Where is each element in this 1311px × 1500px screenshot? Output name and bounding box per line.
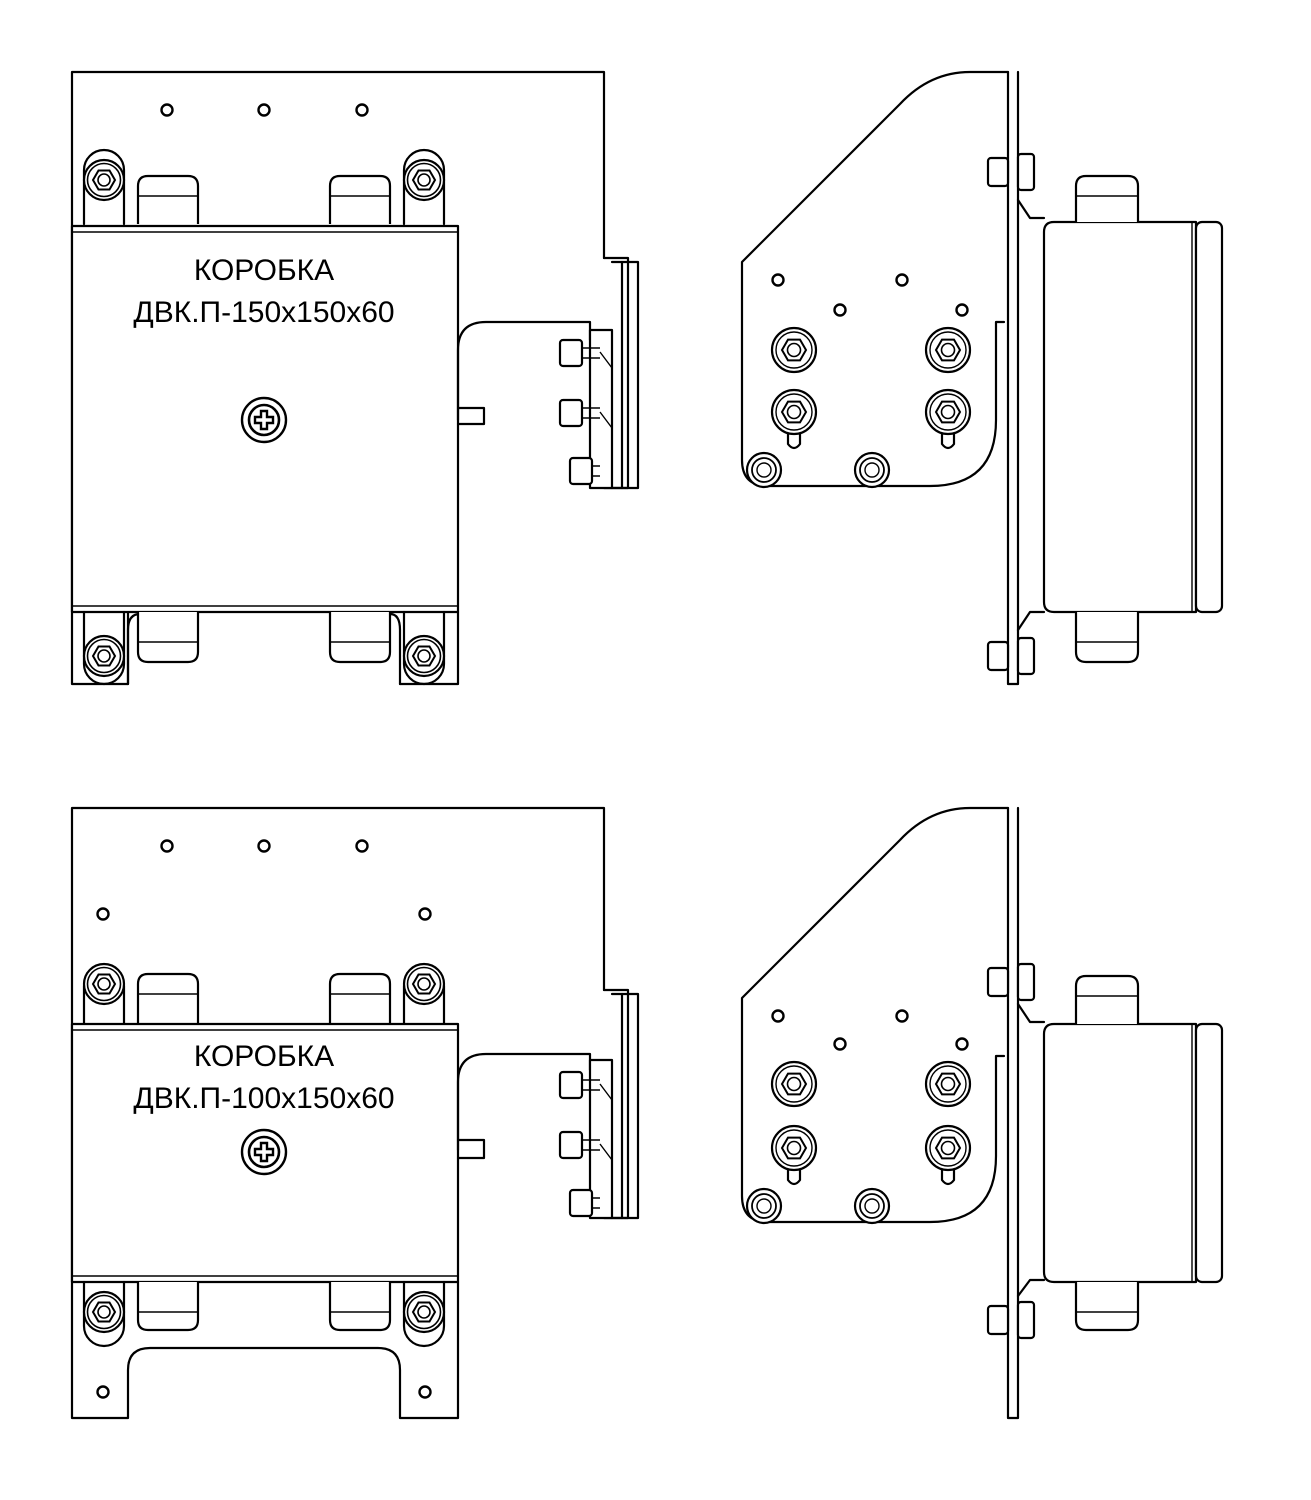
front-view-top: КОРОБКА ДВК.П-150х150х60 — [70, 70, 640, 686]
box-label-line2: ДВК.П-150х150х60 — [133, 296, 394, 329]
box-label-line1: КОРОБКА — [194, 254, 334, 287]
mounting-plate — [70, 806, 606, 1420]
box-label-line2: ДВК.П-100х150х60 — [133, 1082, 394, 1115]
side-view-bottom — [740, 806, 1224, 1420]
lid-screw-icon — [240, 1128, 288, 1176]
side-view-top — [740, 70, 1224, 686]
front-view-bottom: КОРОБКА ДВК.П-100х150х60 — [70, 806, 640, 1420]
lid-screw-icon — [240, 396, 288, 444]
box-label-line1: КОРОБКА — [194, 1040, 334, 1073]
